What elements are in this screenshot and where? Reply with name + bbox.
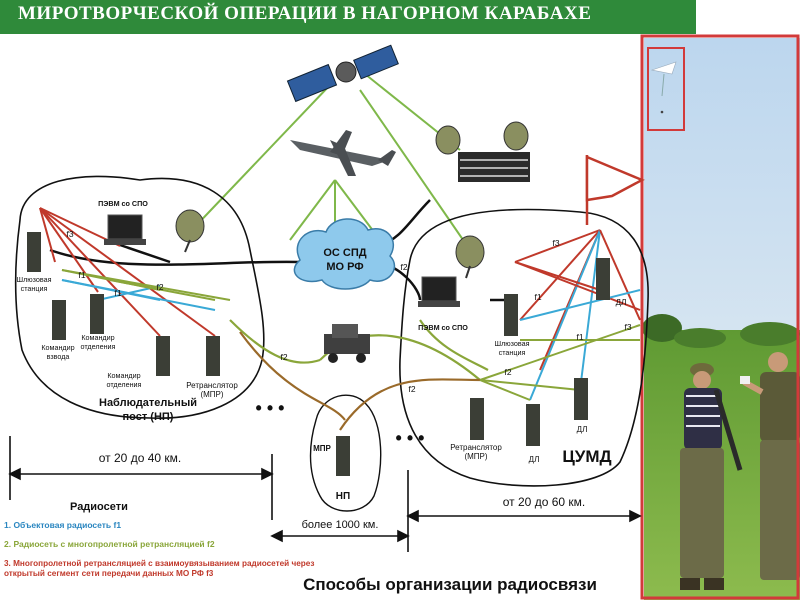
label-commander-squad-a-2: отделения [81,342,116,351]
link-label-f3-a: f3 [66,229,73,239]
link-label-f2-a: f2 [156,282,163,292]
right-radio-links [479,229,641,401]
label-repeater-left-1: Ретранслятор [186,381,238,390]
diagram-caption: Способы организации радиосвязи [303,575,597,594]
legend-item-f1: 1. Объектовая радиосеть f1 [4,520,121,530]
label-gateway-left-1: Шлюзовая [16,275,51,284]
link-label-f2-d: f2 [408,384,415,394]
label-dl-3: ДЛ [577,425,588,434]
label-network-2: МО РФ [326,261,363,273]
label-dl-2: ДЛ [529,455,540,464]
satellite-icon [286,44,399,103]
label-gateway-right-1: Шлюзовая [494,339,529,348]
tsumd-zone [399,208,649,487]
label-repeater-right-2: (МПР) [464,452,487,461]
label-commander-squad-b-2: отделения [107,380,142,389]
command-building-icon [435,121,530,182]
flag-icon [585,155,645,225]
field-photo [640,34,800,600]
dots-left: • • • [256,398,285,418]
link-label-f1-d: f1 [576,332,583,342]
radio-stations-right [470,258,610,446]
page-title: МИРОТВОРЧЕСКОЙ ОПЕРАЦИИ В НАГОРНОМ КАРАБ… [18,3,592,24]
label-commander-platoon-2: взвода [47,352,70,361]
satellite-dish-left-icon [175,209,205,253]
distance-left: от 20 до 40 км. [99,451,181,465]
label-repeater-right-1: Ретранслятор [450,443,502,452]
legend-item-f2: 2. Радиосеть с многопролетной ретрансляц… [4,539,215,549]
label-gateway-left-2: станция [21,284,48,293]
satellite-dish-right-icon [455,235,485,279]
backbone-links [189,69,471,251]
distance-markers [8,436,642,552]
distance-right: от 20 до 60 км. [503,495,585,509]
label-observation-post-1: Наблюдательный [99,397,197,409]
link-label-f2-c: f2 [400,262,407,272]
vehicle-icon [324,324,370,363]
laptop-left-icon [104,214,146,245]
link-label-f3-c: f3 [624,322,631,332]
label-tsumd: ЦУМД [562,447,611,466]
title-banner: МИРОТВОРЧЕСКОЙ ОПЕРАЦИИ В НАГОРНОМ КАРАБ… [0,0,696,34]
label-gateway-right-2: станция [499,348,526,357]
distance-middle: более 1000 км. [302,519,379,531]
legend-title: Радиосети [70,501,128,513]
label-commander-squad-a-1: Командир [81,333,114,342]
laptop-right-icon [418,276,460,307]
radio-stations-left [27,232,220,376]
label-np: НП [336,491,350,502]
label-commander-squad-b-1: Командир [107,371,140,380]
legend-item-f3-line2: открытый сегмент сети передачи данных МО… [4,569,214,578]
remote-np-zone [309,394,382,512]
link-label-f1-c: f1 [534,292,541,302]
legend-item-f3-line1: 3. Многопролетной ретрансляцией с взаимо… [4,559,314,568]
dots-right: • • • [396,428,425,448]
legend: Радиосети 1. Объектовая радиосеть f1 2. … [4,501,314,578]
network-cloud-icon [293,218,396,290]
link-label-f3-b: f3 [552,238,559,248]
label-repeater-left-2: (МПР) [200,390,223,399]
label-mpr: МПР [313,444,331,453]
label-dl-1: ДЛ [616,298,627,307]
label-commander-platoon-1: Командир [41,343,74,352]
relay-links [229,319,489,431]
label-network-1: ОС СПД [323,247,366,259]
soldier-figure-right [740,352,800,580]
label-pzvm-left: ПЭВМ со СПО [98,199,148,208]
radio-mpr-np [336,436,350,476]
radio-network-diagram: ПЭВМ со СПО ПЭВМ со СПО Шлюзовая станция… [4,34,800,600]
uav-icon [290,130,396,176]
link-label-f2-b: f2 [280,352,287,362]
link-label-f2-e: f2 [504,367,511,377]
left-radio-links [39,207,231,337]
drone-icon [650,61,677,114]
link-label-f1-b: f1 [114,288,121,298]
link-label-f1-a: f1 [78,270,85,280]
soldier-figure-left [680,363,743,590]
label-observation-post-2: пост (НП) [123,411,174,423]
label-pzvm-right: ПЭВМ со СПО [418,323,468,332]
